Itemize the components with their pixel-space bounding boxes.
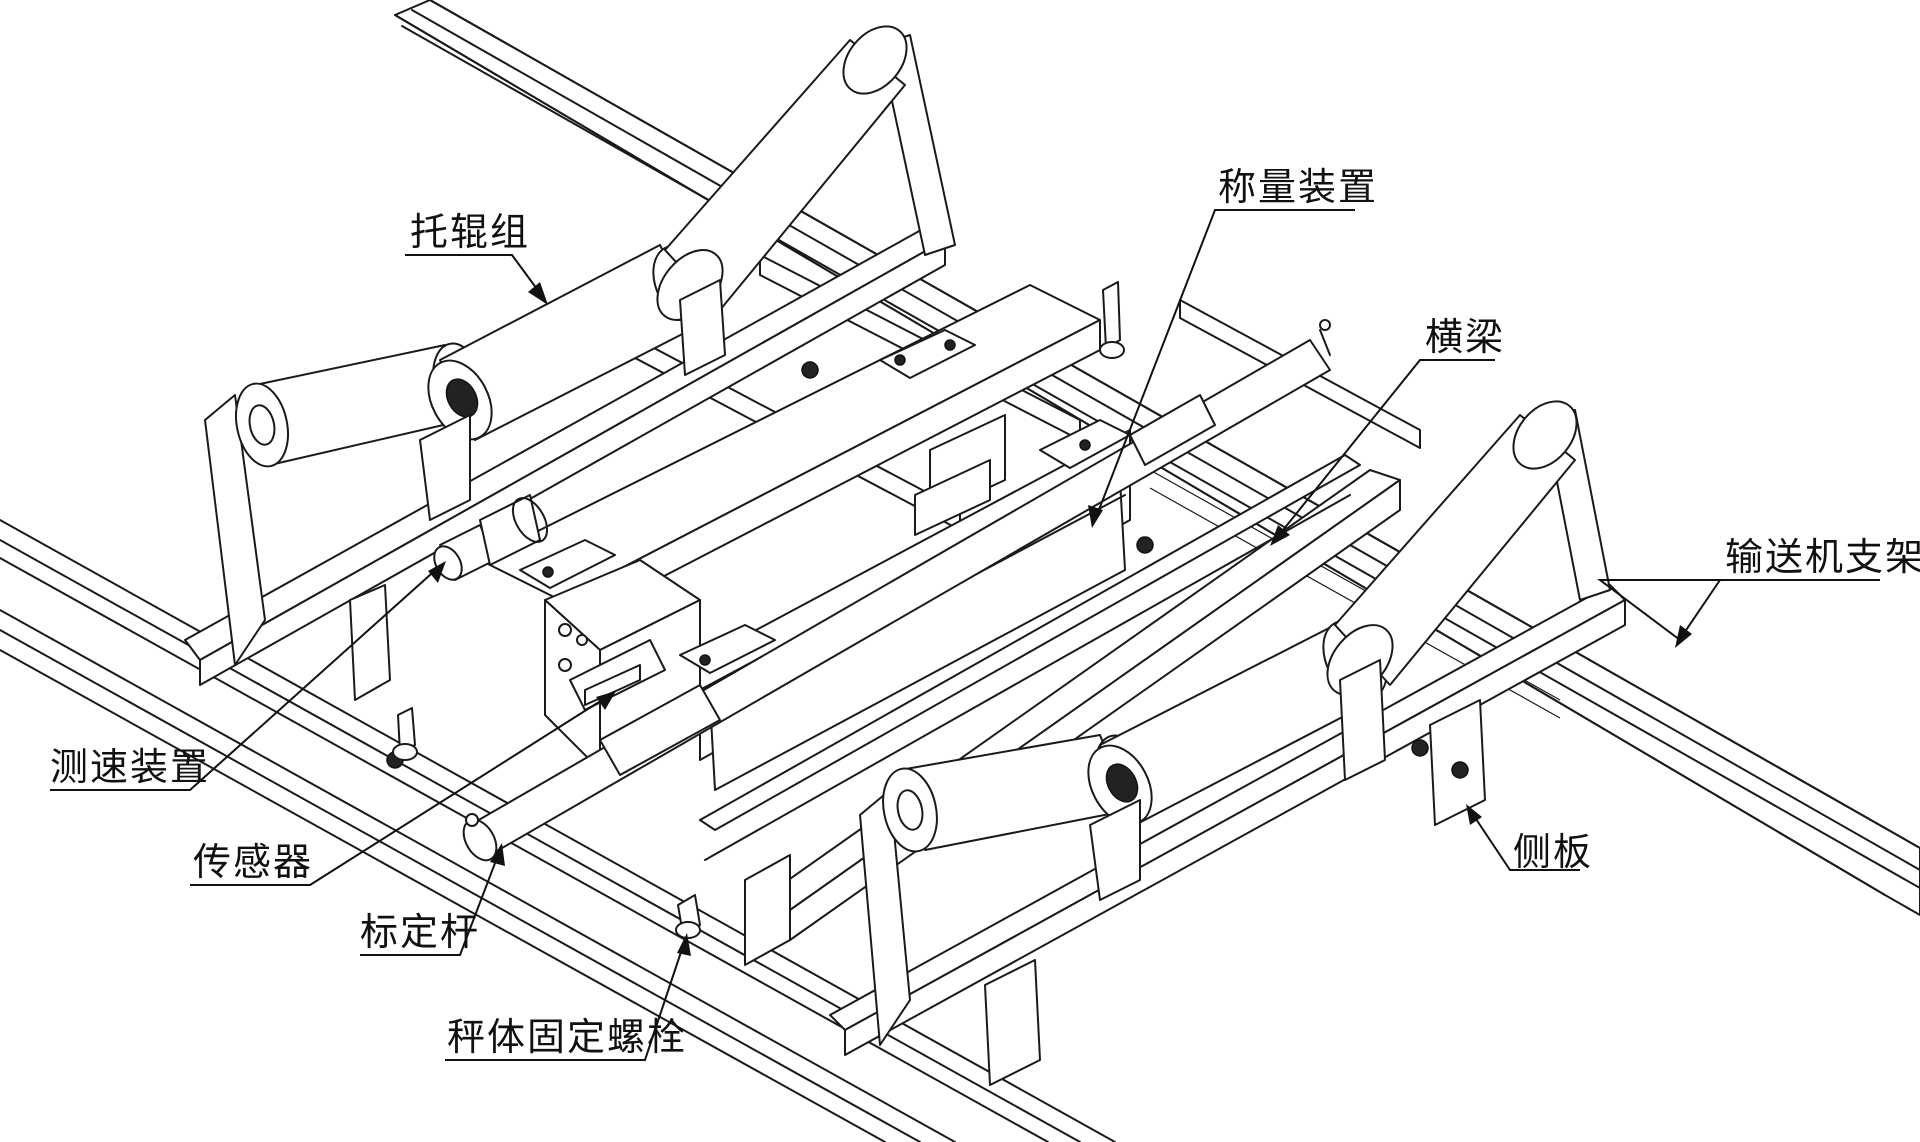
- leader-lines: [50, 209, 1880, 1061]
- label-calibration-rod: 标定杆: [360, 910, 481, 954]
- sensor-unit: [569, 639, 666, 711]
- scale-fixing-bolts: [392, 281, 1125, 939]
- idler-group-front: [829, 400, 1626, 1056]
- conveyor-rail-lower: [0, 519, 1116, 1142]
- label-idler-group: 托辊组: [410, 210, 531, 254]
- label-conveyor-support: 输送机支架: [1725, 535, 1920, 579]
- side-plates: [349, 361, 1486, 1086]
- label-scale-bolt: 秤体固定螺栓: [447, 1015, 688, 1059]
- label-weighing-device: 称量装置: [1218, 165, 1379, 209]
- label-speed-device: 测速装置: [50, 745, 211, 789]
- label-crossbeam: 横梁: [1425, 315, 1506, 359]
- label-side-plate: 侧板: [1513, 830, 1594, 874]
- idler-group-back: [184, 25, 956, 686]
- speed-device: [433, 494, 549, 581]
- label-sensor: 传感器: [193, 840, 314, 884]
